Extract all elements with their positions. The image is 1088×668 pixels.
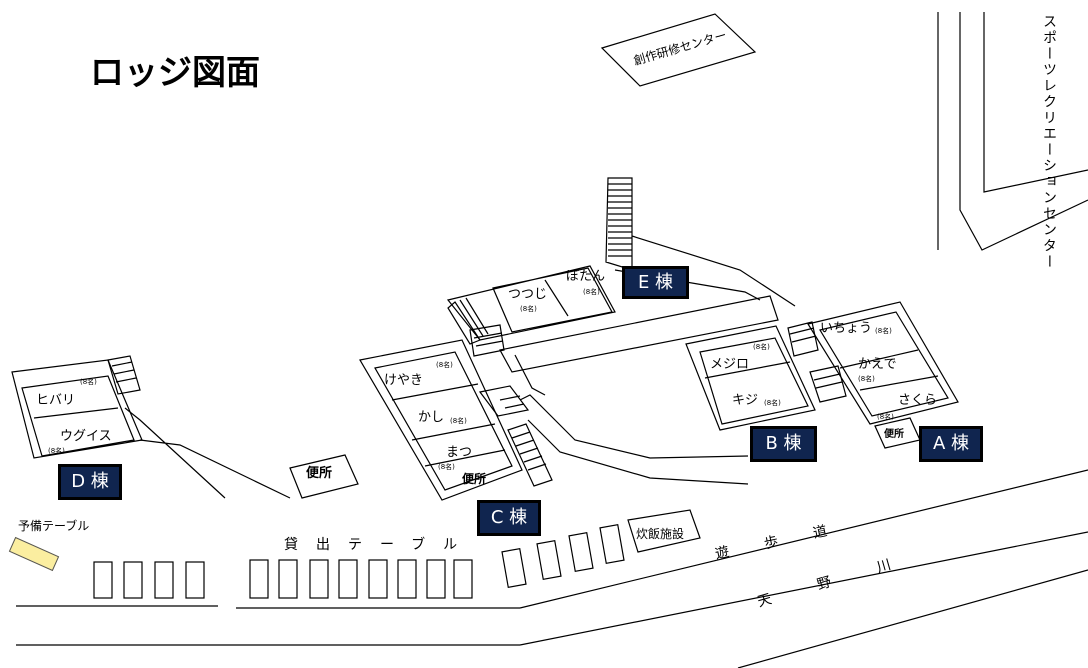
building-e-outline xyxy=(446,265,616,341)
room-botan: ぼたん xyxy=(566,269,606,284)
room-kashi-cap: (8名) xyxy=(450,417,467,425)
page-title: ロッジ図面 xyxy=(90,53,260,93)
room-botan-cap: (8名) xyxy=(583,288,600,296)
sports-center-outline xyxy=(937,12,1088,251)
rental-tables-label: 貸出テーブル xyxy=(284,537,476,553)
sports-center-label: スポーツレクリエーションセンター xyxy=(1041,14,1057,270)
building-d-badge[interactable]: D 棟 xyxy=(58,464,122,500)
room-sakura-cap: (8名) xyxy=(877,413,894,421)
training-center-outline xyxy=(600,13,757,87)
room-kiji: キジ xyxy=(732,393,759,408)
toilet-a-label: 便所 xyxy=(884,429,904,440)
room-uguisu-cap: (8名) xyxy=(48,447,65,455)
room-keyaki-cap: (8名) xyxy=(436,361,453,369)
room-matsu: まつ xyxy=(446,445,473,460)
building-b-outline xyxy=(685,325,816,431)
building-b-badge[interactable]: B 棟 xyxy=(750,426,817,462)
cooking-outline xyxy=(627,509,701,553)
rental-tables xyxy=(93,524,625,599)
room-tsutsuji-cap: (8名) xyxy=(520,305,537,313)
room-mejiro: メジロ xyxy=(710,357,750,372)
building-d-stairs xyxy=(107,355,141,395)
path-c-b xyxy=(514,354,749,485)
room-tsutsuji: つつじ xyxy=(508,287,548,302)
toilet-main-label: 便所 xyxy=(306,466,333,481)
building-c-badge[interactable]: C 棟 xyxy=(477,500,541,536)
building-c-stairs xyxy=(469,324,530,417)
building-a-stairs xyxy=(809,365,847,403)
building-b-stairs xyxy=(787,321,819,357)
room-kiji-cap: (8名) xyxy=(764,399,781,407)
room-matsu-cap: (8名) xyxy=(438,463,455,471)
corridor-e-c xyxy=(499,295,779,373)
road xyxy=(16,469,1088,668)
room-icho-cap: (8名) xyxy=(875,327,892,335)
room-kaede: かえで xyxy=(858,357,897,372)
room-uguisu: ウグイス xyxy=(60,429,112,444)
room-sakura: さくら xyxy=(898,393,938,408)
cooking-label: 炊飯施設 xyxy=(636,527,685,541)
building-c-outline xyxy=(359,339,523,501)
building-a-badge[interactable]: A 棟 xyxy=(919,426,983,462)
room-icho: いちょう xyxy=(820,321,873,336)
room-kashi: かし xyxy=(418,410,445,425)
building-e-badge[interactable]: E 棟 xyxy=(622,266,689,299)
c-stairs-south xyxy=(507,423,553,487)
room-mejiro-cap: (8名) xyxy=(753,343,770,351)
toilet-main-outline xyxy=(289,454,359,499)
building-a-outline xyxy=(807,301,959,425)
stairs-north xyxy=(605,177,633,271)
spare-table-label: 予備テーブル xyxy=(18,519,90,533)
room-kaede-cap: (8名) xyxy=(858,375,875,383)
room-hibari-cap: (8名) xyxy=(80,378,97,386)
room-keyaki: けやき xyxy=(384,373,424,388)
toilet-c-label: 便所 xyxy=(462,472,487,486)
path-d xyxy=(124,407,291,499)
room-hibari: ヒバリ xyxy=(36,393,76,408)
